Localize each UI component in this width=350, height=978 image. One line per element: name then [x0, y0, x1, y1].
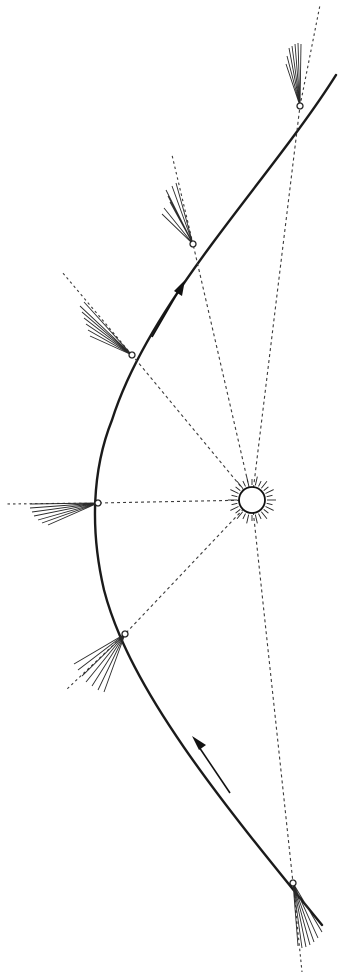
sun-ray: [267, 503, 273, 504]
sun-ray: [264, 509, 269, 513]
comet-position-2: [190, 241, 196, 247]
radius-line-1: [252, 106, 300, 500]
comet-tail-6: [293, 883, 322, 948]
sun-ray: [259, 514, 262, 519]
sun-ray: [236, 487, 241, 491]
sun-ray: [255, 515, 257, 524]
orbit-path: [95, 75, 336, 925]
sun-ray: [243, 481, 246, 486]
sun-ray: [259, 481, 262, 486]
sun-icon: [228, 477, 276, 524]
sun-ray: [247, 515, 249, 524]
tail-axis-1: [300, 5, 320, 106]
comet-tail-4: [30, 503, 98, 525]
radius-line-6: [252, 500, 293, 883]
radius-lines: [98, 106, 300, 883]
radius-line-2: [193, 244, 252, 500]
comet-position-3: [129, 352, 135, 358]
comet-tail-5: [74, 634, 125, 692]
sun-ray: [266, 507, 274, 511]
sun-ray: [261, 512, 267, 519]
comet-position-1: [297, 103, 303, 109]
radius-line-4: [98, 500, 252, 503]
comet-position-4: [95, 500, 101, 506]
comet-tail-2: [162, 183, 193, 244]
sun-ray: [232, 495, 238, 496]
sun-ray: [230, 507, 238, 511]
comet-tail-1: [286, 43, 301, 106]
sun-ray: [237, 481, 243, 488]
tail-axes: [6, 5, 320, 972]
comet-position-5: [122, 631, 128, 637]
radius-line-5: [125, 500, 252, 634]
radius-line-3: [132, 355, 252, 500]
sun-ray: [255, 477, 257, 486]
sun-ray: [267, 495, 273, 496]
sun-ray: [247, 477, 249, 486]
sun-ray: [230, 490, 238, 494]
comet-tail-3: [80, 302, 132, 355]
tail-axis-3: [62, 272, 132, 355]
sun-ray: [243, 514, 246, 519]
sun-core: [239, 487, 265, 513]
sun-ray: [236, 509, 241, 513]
sun-ray: [266, 490, 274, 494]
sun-ray: [232, 503, 238, 504]
direction-arrow-upper: [152, 280, 185, 337]
sun-ray: [264, 487, 269, 491]
sun-ray: [261, 481, 267, 488]
comet-position-6: [290, 880, 296, 886]
